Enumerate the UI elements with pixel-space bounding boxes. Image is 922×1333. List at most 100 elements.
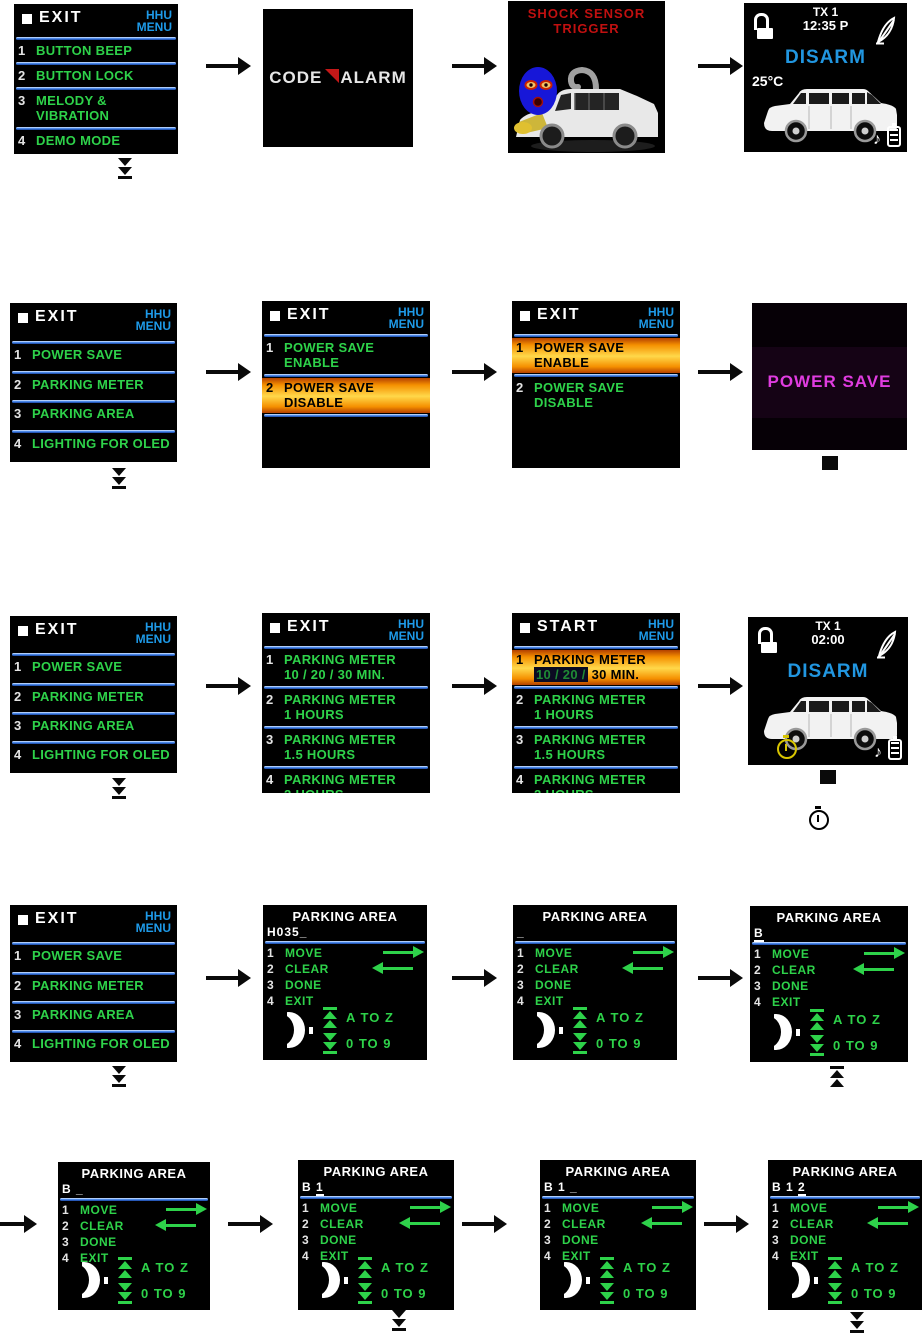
parking-area-input[interactable]: B _: [58, 1181, 210, 1197]
scroll-0-to-9[interactable]: 0 TO 9: [323, 1032, 394, 1054]
exit-label[interactable]: EXIT: [35, 308, 79, 325]
scroll-0-to-9[interactable]: 0 TO 9: [358, 1282, 429, 1304]
trigger-text: TRIGGER: [553, 21, 620, 36]
parking-area-input[interactable]: _: [513, 924, 677, 940]
scroll-a-to-z[interactable]: A TO Z: [358, 1256, 429, 1278]
scroll-a-to-z[interactable]: A TO Z: [323, 1006, 394, 1028]
divider: [264, 414, 428, 417]
scroll-a-to-z[interactable]: A TO Z: [573, 1006, 644, 1028]
parking-area-input[interactable]: B: [750, 925, 908, 942]
parking-area-input[interactable]: H035_: [263, 924, 427, 940]
scroll-0-to-9[interactable]: 0 TO 9: [810, 1034, 881, 1056]
exit-label[interactable]: EXIT: [537, 306, 581, 323]
exit-label[interactable]: EXIT: [35, 621, 79, 638]
screen-parking-meter-start: START HHU MENU 1 PARKING METER 10 / 20 /…: [512, 613, 680, 793]
scroll-a-to-z[interactable]: A TO Z: [118, 1256, 189, 1278]
menu-item-meter-10-20-30-selected[interactable]: 1 PARKING METER 10 / 20 / 30 MIN.: [512, 650, 680, 685]
hhu-menu-label: HHU MENU: [388, 617, 424, 643]
divider: [16, 62, 176, 65]
scroll-0-to-9[interactable]: 0 TO 9: [600, 1282, 671, 1304]
scroll-a-to-z[interactable]: A TO Z: [600, 1256, 671, 1278]
parking-area-input[interactable]: B 1: [298, 1179, 454, 1196]
flow-arrow-right-icon: [0, 1215, 37, 1233]
exit-label[interactable]: EXIT: [39, 9, 83, 26]
hhu-menu-label: HHU MENU: [135, 620, 171, 646]
scroll-0-to-9[interactable]: 0 TO 9: [828, 1282, 899, 1304]
move-right-arrow-icon: [410, 1201, 451, 1213]
exit-label[interactable]: EXIT: [287, 306, 331, 323]
scroll-0-to-9[interactable]: 0 TO 9: [118, 1282, 189, 1304]
scroll-0-to-9[interactable]: 0 TO 9: [573, 1032, 644, 1054]
start-label[interactable]: START: [537, 618, 600, 635]
parking-area-input[interactable]: B 1 2: [768, 1179, 922, 1196]
transmitter-label: TX 1: [812, 5, 839, 19]
exit-label[interactable]: EXIT: [287, 618, 331, 635]
parking-area-input[interactable]: B 1 _: [540, 1179, 696, 1195]
exit-label[interactable]: EXIT: [35, 910, 79, 927]
scroll-a-to-z[interactable]: A TO Z: [828, 1256, 899, 1278]
scroll-a-to-z[interactable]: A TO Z: [810, 1008, 881, 1030]
divider: [16, 37, 176, 40]
